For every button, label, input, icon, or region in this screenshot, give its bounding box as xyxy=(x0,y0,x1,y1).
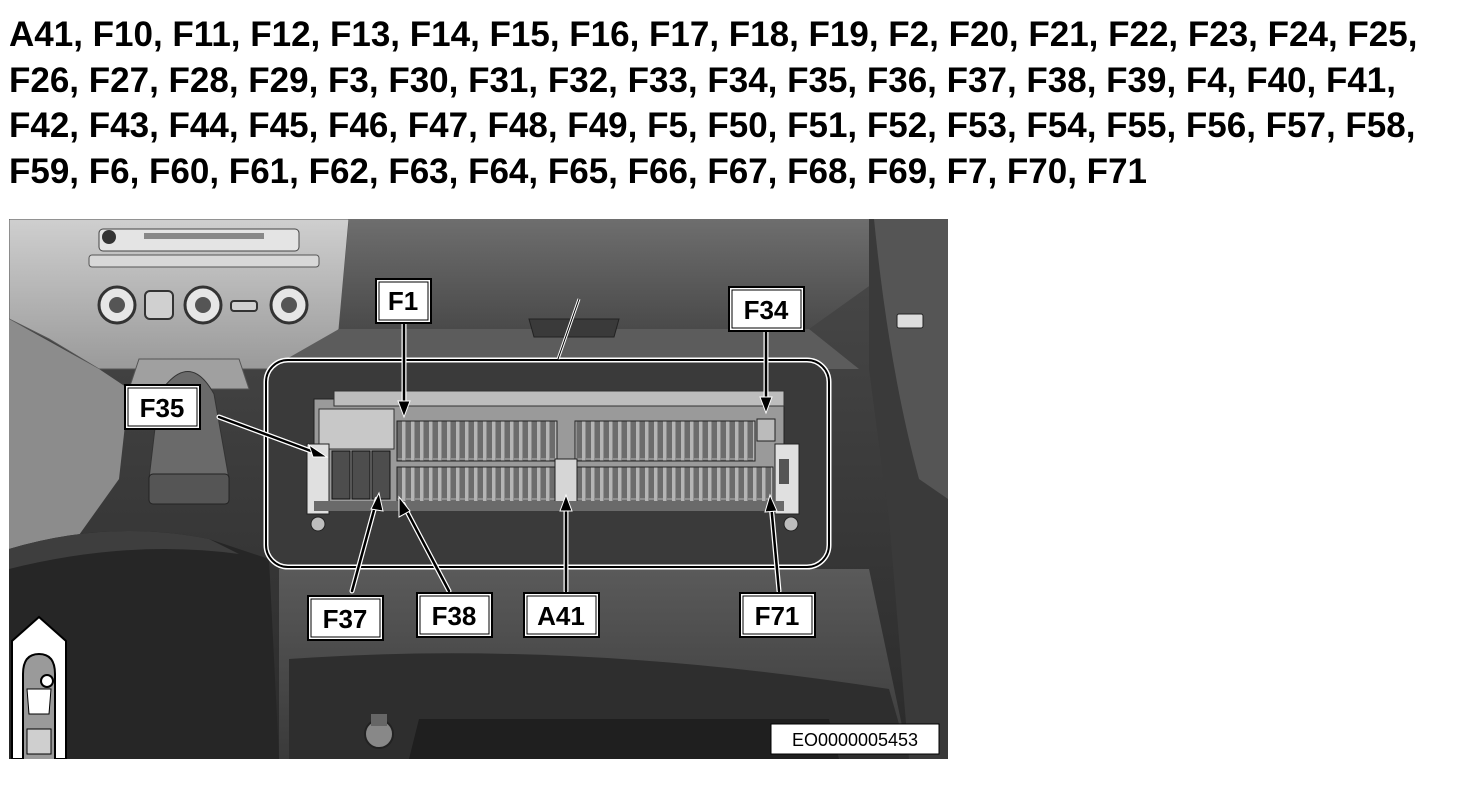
callout-arrows xyxy=(216,319,782,594)
fuse-f35 xyxy=(331,450,351,500)
callout-a41-label: A41 xyxy=(537,601,585,631)
armrest xyxy=(9,531,279,759)
fuse-f37 xyxy=(371,450,391,500)
callout-f37: F37 xyxy=(307,595,384,641)
callout-f1: F1 xyxy=(375,278,432,324)
lower-fuse-row-right xyxy=(574,466,774,506)
component-list-line-1: A41, F10, F11, F12, F13, F14, F15, F16, … xyxy=(9,15,1418,54)
callout-f1-label: F1 xyxy=(388,286,418,316)
image-code-box: EO0000005453 xyxy=(770,723,940,755)
fuse-carrier xyxy=(306,390,800,532)
component-list-line-4: F59, F6, F60, F61, F62, F63, F64, F65, F… xyxy=(9,151,1147,191)
car-location-icon xyxy=(11,615,67,759)
component-list-line-2: F26, F27, F28, F29, F3, F30, F31, F32, F… xyxy=(9,60,1396,100)
callout-f35-label: F35 xyxy=(140,393,185,423)
fuse-box-illustration: F1 F34 F35 F37 xyxy=(9,219,948,759)
callout-f71: F71 xyxy=(739,592,816,638)
component-list-heading: A41, F10, F11, F12, F13, F14, F15, F16, … xyxy=(9,12,1463,194)
callout-f34-label: F34 xyxy=(744,295,789,325)
fuse-box-location-figure: F1 F34 F35 F37 xyxy=(9,219,948,759)
center-console xyxy=(9,219,350,549)
upper-fuse-row-left xyxy=(396,420,558,462)
callout-f35: F35 xyxy=(124,384,201,430)
fuse-f36 xyxy=(351,450,371,500)
callout-f34: F34 xyxy=(728,286,805,332)
callout-f37-label: F37 xyxy=(323,604,368,634)
callout-f71-label: F71 xyxy=(755,601,800,631)
component-list-line-3: F42, F43, F44, F45, F46, F47, F48, F49, … xyxy=(9,106,1416,145)
image-code-label: EO0000005453 xyxy=(792,730,918,750)
lower-fuse-row-left xyxy=(396,466,558,506)
callout-f38: F38 xyxy=(416,592,493,638)
callout-a41: A41 xyxy=(523,592,600,638)
fuse-f34 xyxy=(756,418,776,442)
upper-fuse-row-right xyxy=(574,420,756,462)
callout-f38-label: F38 xyxy=(432,601,477,631)
